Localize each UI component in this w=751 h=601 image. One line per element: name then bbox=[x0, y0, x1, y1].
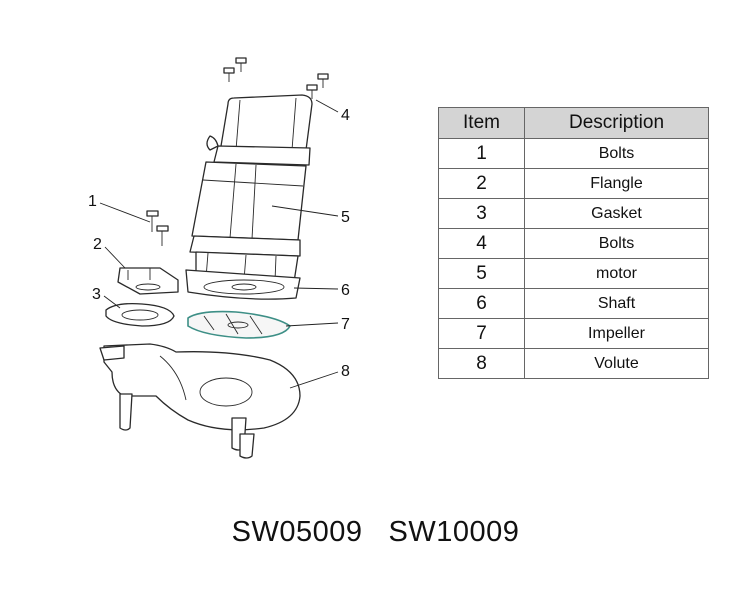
impeller bbox=[187, 310, 292, 339]
gasket bbox=[105, 302, 175, 327]
item-column-header: Item bbox=[438, 107, 525, 139]
item-description: Bolts bbox=[524, 138, 709, 169]
item-description: Impeller bbox=[524, 318, 709, 349]
callout-labels: 1 2 3 4 5 6 7 8 bbox=[88, 107, 350, 380]
item-number: 6 bbox=[438, 288, 525, 319]
motor bbox=[189, 94, 313, 283]
callout-6: 6 bbox=[341, 282, 350, 299]
table-row: 2 Flangle bbox=[438, 168, 709, 199]
table-row: 7 Impeller bbox=[438, 318, 709, 349]
item-description: Bolts bbox=[524, 228, 709, 259]
item-description: Gasket bbox=[524, 198, 709, 229]
item-description: motor bbox=[524, 258, 709, 289]
model-number: SW10009 bbox=[388, 516, 520, 548]
item-number: 2 bbox=[438, 168, 525, 199]
parts-table: Item Description 1 Bolts 2 Flangle 3 Gas… bbox=[438, 107, 709, 379]
item-number: 4 bbox=[438, 228, 525, 259]
callout-4: 4 bbox=[341, 107, 350, 124]
parts-table-header: Item Description bbox=[438, 107, 709, 139]
model-number: SW05009 bbox=[231, 516, 363, 548]
leader-lines bbox=[99, 99, 339, 389]
item-number: 1 bbox=[438, 138, 525, 169]
callout-1: 1 bbox=[88, 193, 97, 210]
item-number: 3 bbox=[438, 198, 525, 229]
flange-bolts bbox=[146, 210, 169, 246]
callout-3: 3 bbox=[92, 286, 101, 303]
item-number: 5 bbox=[438, 258, 525, 289]
callout-8: 8 bbox=[341, 363, 350, 380]
table-row: 5 motor bbox=[438, 258, 709, 289]
table-row: 8 Volute bbox=[438, 348, 709, 379]
motor-base-shaft bbox=[185, 269, 301, 300]
flange bbox=[117, 267, 179, 295]
item-number: 8 bbox=[438, 348, 525, 379]
callout-2: 2 bbox=[93, 236, 102, 253]
callout-5: 5 bbox=[341, 209, 350, 226]
item-description: Flangle bbox=[524, 168, 709, 199]
item-description: Volute bbox=[524, 348, 709, 379]
table-row: 6 Shaft bbox=[438, 288, 709, 319]
volute bbox=[99, 343, 301, 459]
model-numbers-caption: SW05009 SW10009 bbox=[0, 516, 751, 549]
motor-bolts bbox=[223, 57, 329, 99]
item-description: Shaft bbox=[524, 288, 709, 319]
item-number: 7 bbox=[438, 318, 525, 349]
callout-7: 7 bbox=[341, 316, 350, 333]
table-row: 1 Bolts bbox=[438, 138, 709, 169]
description-column-header: Description bbox=[524, 107, 709, 139]
table-row: 4 Bolts bbox=[438, 228, 709, 259]
table-row: 3 Gasket bbox=[438, 198, 709, 229]
